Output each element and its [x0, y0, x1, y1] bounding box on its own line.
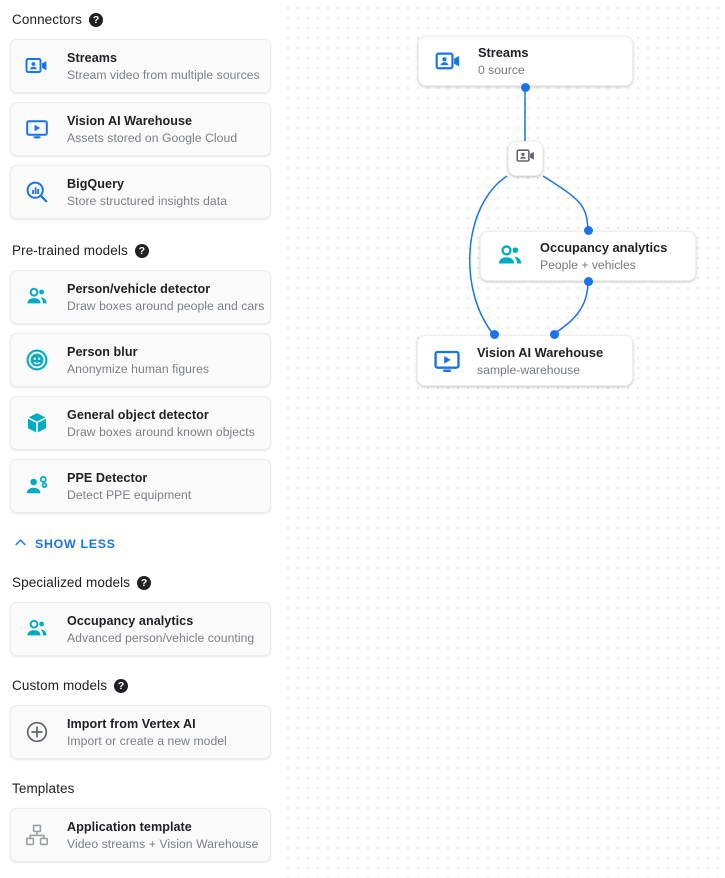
palette-item-title: Person/vehicle detector: [67, 281, 211, 296]
help-circle-icon[interactable]: ?: [137, 576, 152, 590]
palette-item-bigquery[interactable]: BigQuery Store structured insights data: [10, 165, 271, 219]
plus-circle-icon: [24, 719, 50, 745]
graph-node-title: Vision AI Warehouse: [477, 344, 604, 360]
show-less-label: SHOW LESS: [35, 537, 116, 551]
palette-item-title: Application template: [67, 819, 192, 834]
palette-item-person-blur[interactable]: Person blur Anonymize human figures: [10, 333, 271, 387]
palette-item-subtitle: Advanced person/vehicle counting: [67, 630, 255, 645]
cube-box-icon: [24, 410, 50, 436]
palette-item-subtitle: Detect PPE equipment: [67, 487, 192, 502]
graph-node-vision-ai-warehouse[interactable]: Vision AI Warehouse sample-warehouse: [417, 335, 633, 386]
palette-item-title: Import from Vertex AI: [67, 716, 196, 731]
graph-edges: [469, 87, 589, 336]
palette-item-subtitle: Draw boxes around known objects: [67, 424, 255, 439]
chevron-up-icon: [13, 535, 28, 553]
palette-item-ppe-detector[interactable]: PPE Detector Detect PPE equipment: [10, 459, 271, 513]
face-circle-icon: [24, 347, 50, 373]
palette-item-general-object-detector[interactable]: General object detector Draw boxes aroun…: [10, 396, 271, 450]
monitor-play-icon: [24, 116, 50, 142]
section-header-specialized-models: Specialized models ?: [10, 573, 271, 593]
palette-item-vision-ai-warehouse[interactable]: Vision AI Warehouse Assets stored on Goo…: [10, 102, 271, 156]
palette-item-streams[interactable]: Streams Stream video from multiple sourc…: [10, 39, 271, 93]
section-title: Specialized models: [12, 575, 131, 590]
video-camera-person-icon: [515, 146, 536, 171]
palette-item-application-template[interactable]: Application template Video streams + Vis…: [10, 808, 271, 862]
video-camera-person-icon: [24, 53, 50, 79]
video-camera-person-icon: [433, 46, 463, 76]
help-circle-icon[interactable]: ?: [114, 679, 129, 693]
show-less-button[interactable]: SHOW LESS: [10, 535, 271, 553]
section-header-pretrained-models: Pre-trained models ?: [10, 241, 271, 261]
palette-item-person-vehicle-detector[interactable]: Person/vehicle detector Draw boxes aroun…: [10, 270, 271, 324]
palette-item-subtitle: Store structured insights data: [67, 193, 228, 208]
help-circle-icon[interactable]: ?: [134, 244, 149, 258]
section-title: Pre-trained models: [12, 243, 128, 258]
people-group-icon: [24, 284, 50, 310]
palette-item-title: General object detector: [67, 407, 209, 422]
section-header-templates: Templates: [10, 779, 271, 799]
palette-item-title: PPE Detector: [67, 470, 148, 485]
section-header-custom-models: Custom models ?: [10, 676, 271, 696]
port-occupancy-input[interactable]: [584, 226, 593, 235]
graph-node-title: Streams: [478, 45, 529, 60]
palette-item-title: Person blur: [67, 344, 138, 359]
palette-item-title: Vision AI Warehouse: [67, 113, 193, 128]
palette-item-subtitle: Anonymize human figures: [67, 361, 210, 376]
palette-item-subtitle: Stream video from multiple sources: [67, 67, 260, 82]
person-gear-icon: [24, 473, 50, 499]
port-warehouse-input-right[interactable]: [550, 330, 559, 339]
people-group-icon: [495, 241, 525, 271]
graph-node-title: Occupancy analytics: [540, 240, 668, 255]
people-group-icon: [24, 616, 50, 642]
help-circle-icon[interactable]: ?: [89, 13, 104, 27]
graph-node-occupancy-analytics[interactable]: Occupancy analytics People + vehicles: [480, 231, 696, 281]
palette-item-title: BigQuery: [67, 176, 125, 191]
hierarchy-icon: [24, 822, 50, 848]
port-warehouse-input-left[interactable]: [490, 330, 499, 339]
section-header-connectors: Connectors ?: [10, 10, 271, 30]
graph-node-streams[interactable]: Streams 0 source: [418, 36, 633, 86]
palette-item-subtitle: Assets stored on Google Cloud: [67, 130, 238, 145]
monitor-play-icon: [432, 346, 462, 376]
palette-item-subtitle: Video streams + Vision Warehouse: [67, 836, 259, 851]
graph-node-stream-relay[interactable]: [508, 141, 543, 176]
graph-node-subtitle: 0 source: [478, 63, 525, 77]
palette-item-title: Occupancy analytics: [67, 613, 194, 628]
palette-item-subtitle: Draw boxes around people and cars: [67, 298, 265, 313]
port-streams-output[interactable]: [521, 83, 530, 92]
section-title: Custom models: [12, 678, 108, 693]
pipeline-graph-canvas[interactable]: Streams 0 source Occupancy analytics Peo…: [281, 0, 725, 878]
component-palette-sidebar: Connectors ? Streams Stream video from m…: [0, 0, 281, 878]
palette-item-subtitle: Import or create a new model: [67, 733, 227, 748]
graph-node-subtitle: People + vehicles: [540, 258, 636, 272]
palette-item-occupancy-analytics[interactable]: Occupancy analytics Advanced person/vehi…: [10, 602, 271, 656]
port-occupancy-output[interactable]: [584, 277, 593, 286]
graph-node-subtitle: sample-warehouse: [477, 362, 580, 377]
palette-item-title: Streams: [67, 50, 118, 65]
section-title: Templates: [12, 781, 75, 796]
magnifier-bars-icon: [24, 179, 50, 205]
palette-item-import-from-vertex-ai[interactable]: Import from Vertex AI Import or create a…: [10, 705, 271, 759]
section-title: Connectors: [12, 12, 83, 27]
